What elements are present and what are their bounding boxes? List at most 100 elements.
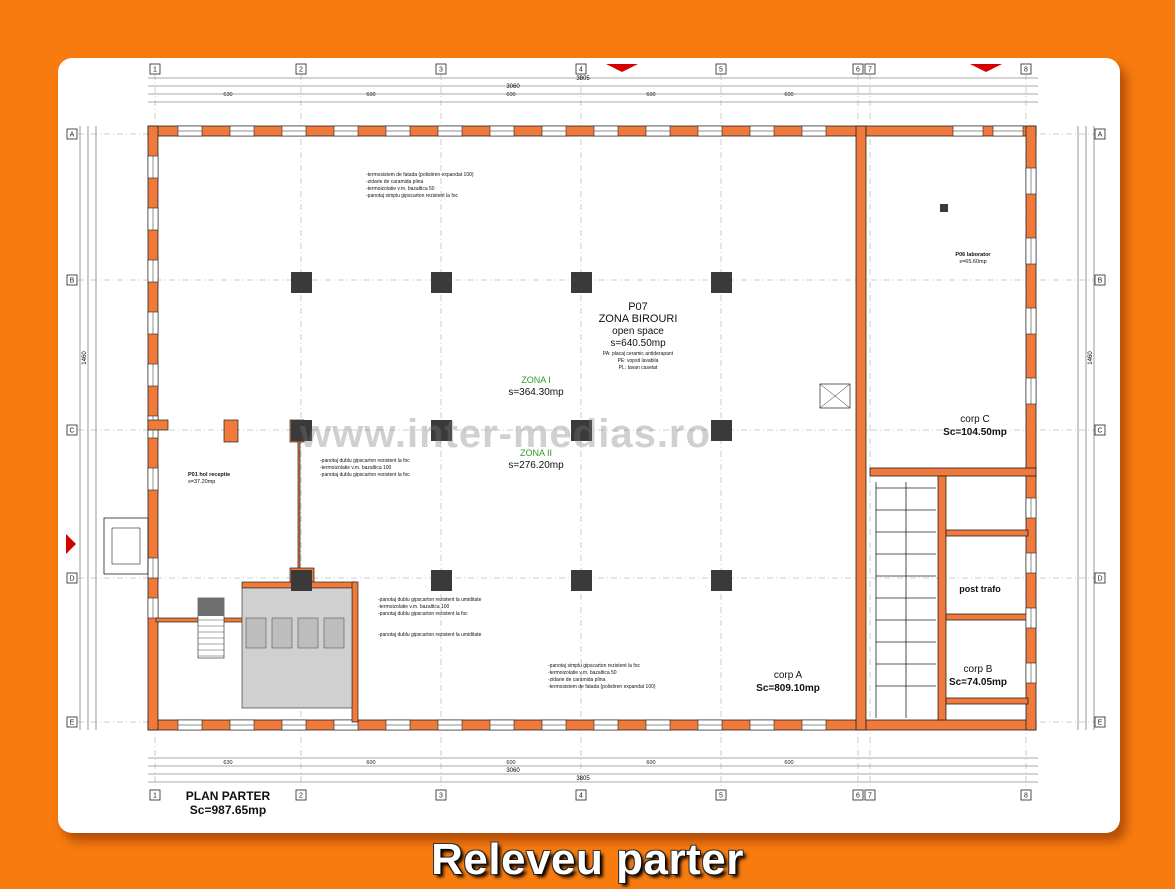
- grid-marker-label: 6: [856, 67, 860, 74]
- post-trafo-label: post trafo: [959, 584, 1001, 594]
- section-arrow: [66, 534, 76, 554]
- svg-text:s=65.60mp: s=65.60mp: [959, 259, 986, 265]
- entrance-porch: [103, 517, 149, 575]
- svg-text:-panotaj dublu gipscarton rezi: -panotaj dublu gipscarton rezistent la f…: [320, 472, 410, 478]
- interior-wall: [147, 419, 169, 431]
- column: [291, 570, 312, 591]
- wall-segment: [945, 613, 1029, 621]
- dim-top-sub: 3060: [506, 84, 520, 90]
- interior-wall: [223, 419, 239, 443]
- dim-bottom-sub: 3060: [506, 768, 520, 774]
- column: [571, 570, 592, 591]
- grid-marker: [295, 789, 307, 801]
- column: [431, 420, 452, 441]
- wc-cubicle: [245, 617, 267, 649]
- dim-bay-top: 600: [366, 92, 375, 98]
- grid-marker-label: A: [70, 132, 75, 139]
- svg-text:-panotaj dublu gipscarton rezi: -panotaj dublu gipscarton rezistent la f…: [320, 458, 410, 464]
- room-p07-label: P07 ZONA BIROURI open space s=640.50mp P…: [599, 301, 678, 371]
- entrance-porch-inner: [111, 527, 141, 565]
- dim-bottom-total: 3805: [576, 776, 590, 782]
- grid-marker: [1094, 572, 1106, 584]
- column: [571, 272, 592, 293]
- dim-bay-bottom: 600: [784, 760, 793, 766]
- grid-marker: [864, 789, 876, 801]
- section-arrow: [606, 64, 638, 72]
- svg-text:-panotaj dublu gipscarton rezi: -panotaj dublu gipscarton rezistent la u…: [378, 632, 482, 638]
- plan-total-area: Sc=987.65mp: [190, 803, 266, 817]
- wall-note-wc: -panotaj dublu gipscarton rezistent la u…: [378, 597, 482, 638]
- svg-text:Sc=809.10mp: Sc=809.10mp: [756, 683, 820, 694]
- grid-marker-label: 7: [868, 67, 872, 74]
- grid-marker: [66, 716, 78, 728]
- dim-bay-bottom: 600: [646, 760, 655, 766]
- grid-marker: [1020, 789, 1032, 801]
- grid-marker: [435, 63, 447, 75]
- plan-title: PLAN PARTER: [186, 789, 271, 803]
- svg-text:ZONA I: ZONA I: [521, 375, 551, 385]
- wall-note-mid: -panotaj dublu gipscarton rezistent la f…: [320, 458, 410, 478]
- dimension-lines: [79, 77, 1095, 783]
- wc-cubicle: [271, 617, 293, 649]
- svg-text:-panotaj dublu gipscarton rezi: -panotaj dublu gipscarton rezistent la u…: [378, 597, 482, 603]
- corp-a-label: corp A Sc=809.10mp: [756, 670, 820, 694]
- grid-marker-label: 4: [579, 67, 583, 74]
- column: [940, 204, 948, 212]
- stair-landing: [198, 598, 224, 616]
- grid-marker: [435, 789, 447, 801]
- svg-text:Sc=74.05mp: Sc=74.05mp: [949, 677, 1007, 688]
- svg-text:corp B: corp B: [964, 664, 993, 675]
- svg-text:-termoizolatie v.m. bazaltica: -termoizolatie v.m. bazaltica 50: [366, 186, 435, 192]
- svg-text:s=37.20mp: s=37.20mp: [188, 479, 215, 485]
- grid-marker-label: D: [1097, 576, 1102, 583]
- grid-marker: [66, 128, 78, 140]
- wall-segment: [855, 125, 867, 731]
- room-p01-label: P01 hol receptie s=37.20mp: [188, 472, 230, 485]
- column: [291, 420, 312, 441]
- room-code: P07: [628, 301, 648, 313]
- svg-text:-panotaj simplu gipscarton rez: -panotaj simplu gipscarton rezistent la …: [366, 193, 458, 199]
- room-finish: PE: vopsit lavabila: [618, 358, 659, 364]
- dim-bay-bottom: 600: [506, 760, 515, 766]
- grid-marker-label: 6: [856, 793, 860, 800]
- grid-marker: [295, 63, 307, 75]
- room-p06-label: P06 laborator s=65.60mp: [955, 252, 991, 265]
- corp-c-label: corp C Sc=104.50mp: [943, 414, 1007, 438]
- interior-wall: [351, 581, 359, 723]
- wall-segment: [937, 475, 947, 721]
- grid-marker: [66, 274, 78, 286]
- svg-text:P06 laborator: P06 laborator: [955, 252, 991, 258]
- caption: Releveu parter: [431, 835, 744, 884]
- svg-text:-termosistem de fatada (polist: -termosistem de fatada (polistiren expan…: [366, 172, 474, 178]
- grid-marker-label: 3: [439, 793, 443, 800]
- column: [711, 570, 732, 591]
- grid-marker: [575, 789, 587, 801]
- room-name: ZONA BIROURI: [599, 313, 678, 325]
- grid-marker-label: B: [1098, 278, 1103, 285]
- wall-segment: [1025, 125, 1037, 731]
- grid-marker-label: 4: [579, 793, 583, 800]
- grid-marker-label: 7: [868, 793, 872, 800]
- grid-marker: [1094, 274, 1106, 286]
- column: [431, 570, 452, 591]
- grid-marker-label: 8: [1024, 793, 1028, 800]
- grid-marker: [864, 63, 876, 75]
- grid-marker-label: B: [70, 278, 75, 285]
- zone-i-label: ZONA I s=364.30mp: [508, 375, 564, 398]
- grid-marker-label: 1: [153, 793, 157, 800]
- dim-bay-top: 600: [784, 92, 793, 98]
- svg-text:-panotaj simplu gipscarton rez: -panotaj simplu gipscarton rezistent la …: [548, 663, 640, 669]
- svg-text:-termoizolatie v.m. bazaltica: -termoizolatie v.m. bazaltica 100: [378, 604, 450, 610]
- dim-right-total: 1460: [1088, 351, 1094, 365]
- grid-marker: [575, 63, 587, 75]
- grid-marker: [1094, 128, 1106, 140]
- windows: [147, 125, 1037, 731]
- grid-marker-label: A: [1098, 132, 1103, 139]
- column: [711, 420, 732, 441]
- grid-marker: [149, 789, 161, 801]
- wall-note-bottom: -panotaj simplu gipscarton rezistent la …: [548, 663, 656, 690]
- grid-marker-label: 3: [439, 67, 443, 74]
- column: [711, 272, 732, 293]
